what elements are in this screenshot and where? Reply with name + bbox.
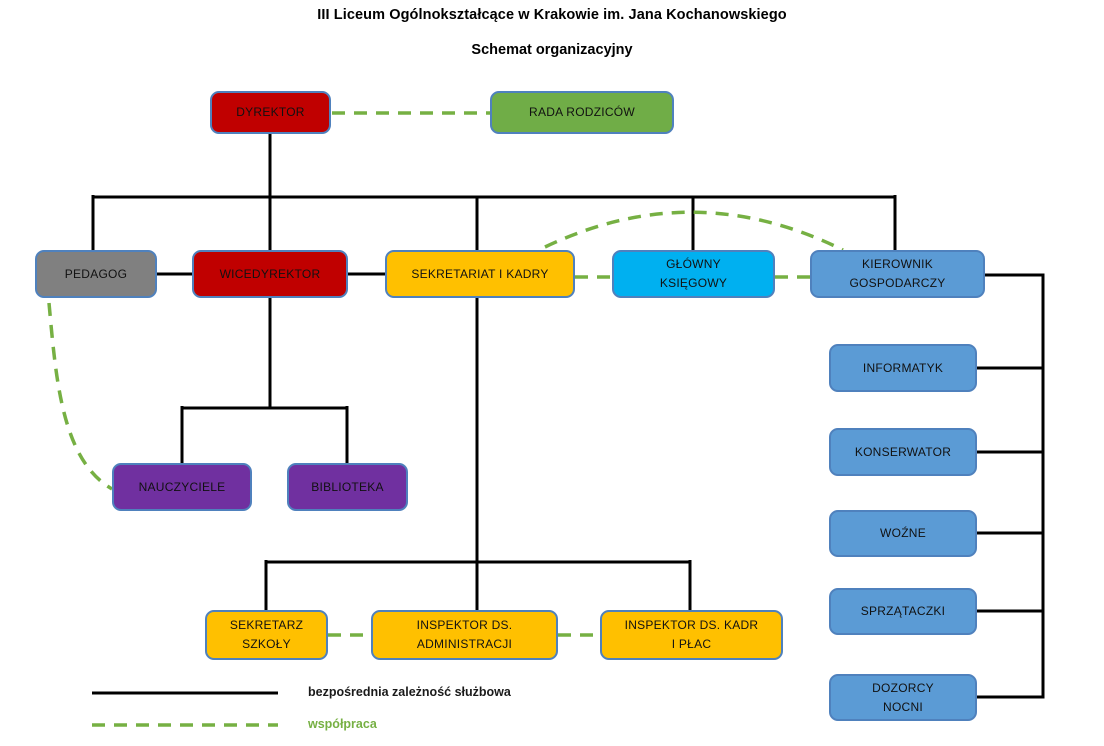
node-glowny-ksiegowy: GŁÓWNY KSIĘGOWY [612, 250, 775, 298]
node-sprzataczki: SPRZĄTACZKI [829, 588, 977, 635]
node-dyrektor: DYREKTOR [210, 91, 331, 134]
legend-dashed-label: współpraca [308, 717, 377, 731]
node-wicedyrektor: WICEDYREKTOR [192, 250, 348, 298]
node-inspektor-kadr-i-plac: INSPEKTOR DS. KADR I PŁAC [600, 610, 783, 660]
node-rada-rodzicow: RADA RODZICÓW [490, 91, 674, 134]
node-biblioteka: BIBLIOTEKA [287, 463, 408, 511]
coop-arc-sekretariat-kierownik [544, 210, 844, 252]
legend-solid-label: bezpośrednia zależność służbowa [308, 685, 511, 699]
node-konserwator: KONSERWATOR [829, 428, 977, 476]
coop-curve-pedagog-nauczyciele [47, 302, 113, 491]
page-title: III Liceum Ogólnokształcące w Krakowie i… [317, 7, 787, 23]
node-kierownik-gospodarczy: KIEROWNIK GOSPODARCZY [810, 250, 985, 298]
node-dozorcy-nocni: DOZORCY NOCNI [829, 674, 977, 721]
node-inspektor-administracji: INSPEKTOR DS. ADMINISTRACJI [371, 610, 558, 660]
node-pedagog: PEDAGOG [35, 250, 157, 298]
node-sekretarz-szkoly: SEKRETARZ SZKOŁY [205, 610, 328, 660]
node-sekretariat-i-kadry: SEKRETARIAT I KADRY [385, 250, 575, 298]
page-subtitle: Schemat organizacyjny [471, 42, 633, 58]
node-wozne: WOŹNE [829, 510, 977, 557]
node-informatyk: INFORMATYK [829, 344, 977, 392]
node-nauczyciele: NAUCZYCIELE [112, 463, 252, 511]
